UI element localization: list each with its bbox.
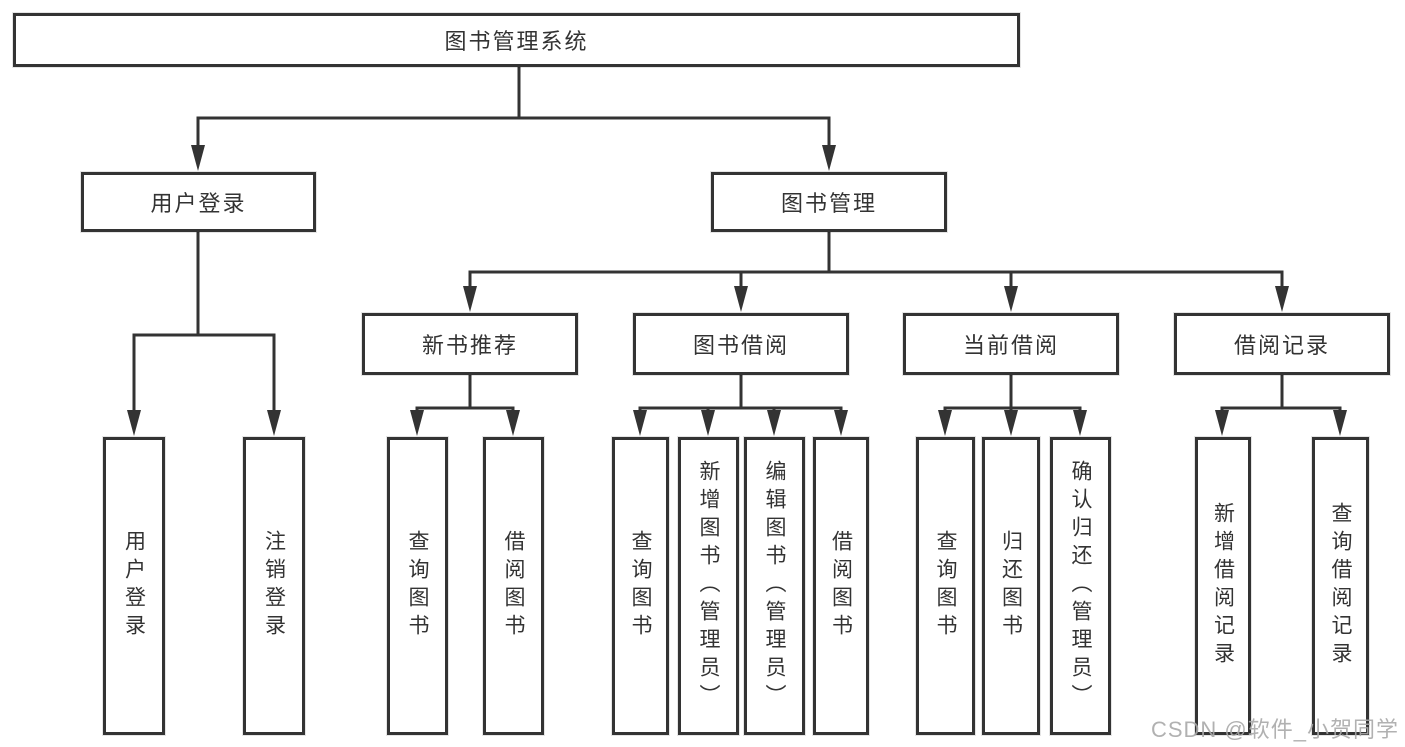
- connector-root: [196, 67, 831, 150]
- node-label: 用户登录: [150, 191, 247, 216]
- leaf-query-book-1: 查询图书: [387, 437, 448, 735]
- node-new-book-recommend: 新书推荐: [362, 313, 578, 375]
- node-current-borrow: 当前借阅: [903, 313, 1119, 375]
- arrow-down-icon: [463, 286, 477, 312]
- node-label: 归还图书: [999, 530, 1023, 642]
- arrow-down-icon: [822, 145, 836, 171]
- node-label: 图书管理: [780, 191, 877, 216]
- node-label: 新书推荐: [421, 333, 518, 358]
- connector-new-book: [415, 375, 515, 416]
- arrow-down-icon: [734, 286, 748, 312]
- arrow-down-icon: [127, 410, 141, 436]
- connector-book-borrow: [638, 375, 843, 416]
- node-label: 借阅记录: [1233, 333, 1330, 358]
- leaf-borrow-book-2: 借阅图书: [813, 437, 869, 735]
- node-label: 查询借阅记录: [1329, 502, 1352, 670]
- arrow-down-icon: [1004, 286, 1018, 312]
- arrow-down-icon: [1004, 410, 1018, 436]
- arrow-down-icon: [633, 410, 647, 436]
- arrowheads: [127, 145, 1347, 436]
- node-book-borrow: 图书借阅: [633, 313, 849, 375]
- node-label: 确认归还（管理员）: [1069, 460, 1092, 712]
- node-borrow-record: 借阅记录: [1174, 313, 1390, 375]
- arrow-down-icon: [1073, 410, 1087, 436]
- leaf-edit-book-admin: 编辑图书（管理员）: [744, 437, 805, 735]
- arrow-down-icon: [410, 410, 424, 436]
- csdn-watermark: CSDN @软件_小贺同学: [1150, 717, 1399, 742]
- node-label: 新增借阅记录: [1211, 502, 1235, 670]
- connector-user-login: [132, 232, 276, 415]
- arrow-down-icon: [506, 410, 520, 436]
- leaf-user-login: 用户登录: [103, 437, 165, 735]
- node-label: 查询图书: [406, 530, 429, 642]
- node-user-login: 用户登录: [81, 172, 316, 232]
- node-label: 图书借阅: [692, 333, 789, 358]
- arrow-down-icon: [834, 410, 848, 436]
- node-label: 当前借阅: [962, 333, 1059, 358]
- arrow-down-icon: [1333, 410, 1347, 436]
- leaf-query-borrow-record: 查询借阅记录: [1312, 437, 1369, 735]
- connector-book-management: [468, 232, 1284, 291]
- arrow-down-icon: [267, 410, 281, 436]
- leaf-return-book: 归还图书: [982, 437, 1040, 735]
- node-label: 注销登录: [262, 530, 286, 642]
- node-root: 图书管理系统: [13, 13, 1020, 67]
- node-label: 借阅图书: [502, 530, 525, 642]
- node-label: 用户登录: [122, 530, 146, 642]
- arrow-down-icon: [701, 410, 715, 436]
- leaf-add-borrow-record: 新增借阅记录: [1195, 437, 1251, 735]
- node-label: 新增图书（管理员）: [697, 460, 720, 712]
- leaf-query-book-3: 查询图书: [916, 437, 975, 735]
- node-label: 编辑图书（管理员）: [763, 460, 786, 712]
- node-book-management: 图书管理: [711, 172, 947, 232]
- arrow-down-icon: [191, 145, 205, 171]
- arrow-down-icon: [938, 410, 952, 436]
- arrow-down-icon: [767, 410, 781, 436]
- arrow-down-icon: [1275, 286, 1289, 312]
- leaf-add-book-admin: 新增图书（管理员）: [678, 437, 739, 735]
- node-label: 查询图书: [629, 530, 652, 642]
- connector-current-borrow: [943, 375, 1082, 416]
- leaf-logout: 注销登录: [243, 437, 305, 735]
- connector-borrow-record: [1220, 375, 1342, 416]
- node-label: 借阅图书: [829, 530, 853, 642]
- arrow-down-icon: [1215, 410, 1229, 436]
- leaf-confirm-return-admin: 确认归还（管理员）: [1050, 437, 1111, 735]
- leaf-borrow-book-1: 借阅图书: [483, 437, 544, 735]
- leaf-query-book-2: 查询图书: [612, 437, 669, 735]
- node-label: 查询图书: [934, 530, 957, 642]
- node-root-label: 图书管理系统: [444, 29, 589, 54]
